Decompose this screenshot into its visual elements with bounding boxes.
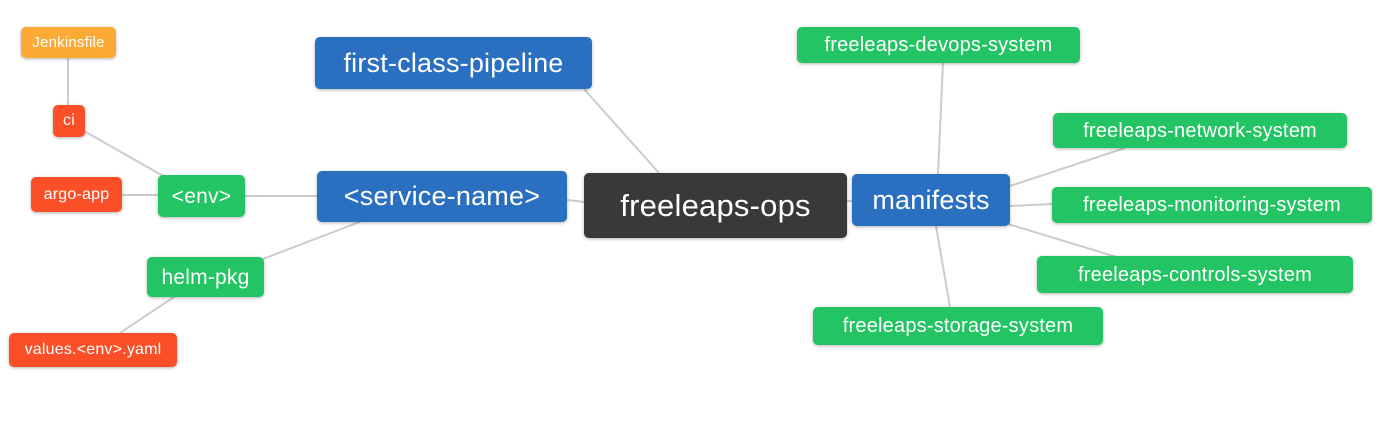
node-network-system[interactable]: freeleaps-network-system (1053, 113, 1347, 148)
edge-values-env-yaml-to-helm-pkg (119, 296, 175, 334)
edge-manifests-to-monitoring-system (1009, 203, 1053, 207)
node-manifests[interactable]: manifests (852, 174, 1010, 226)
node-env[interactable]: <env> (158, 175, 245, 217)
node-values-env-yaml[interactable]: values.<env>.yaml (9, 333, 177, 367)
edge-first-class-pipeline-to-freeleaps-ops (583, 88, 660, 174)
node-devops-system[interactable]: freeleaps-devops-system (797, 27, 1080, 63)
node-monitoring-system[interactable]: freeleaps-monitoring-system (1052, 187, 1372, 223)
node-controls-system[interactable]: freeleaps-controls-system (1037, 256, 1353, 293)
node-service-name[interactable]: <service-name> (317, 171, 567, 222)
edge-service-name-to-freeleaps-ops (566, 199, 585, 203)
node-argo-app[interactable]: argo-app (31, 177, 122, 212)
edge-ci-to-env (83, 130, 166, 178)
edge-manifests-to-devops-system (937, 62, 944, 175)
node-helm-pkg[interactable]: helm-pkg (147, 257, 264, 297)
node-freeleaps-ops[interactable]: freeleaps-ops (584, 173, 847, 238)
node-storage-system[interactable]: freeleaps-storage-system (813, 307, 1103, 345)
edge-manifests-to-controls-system (1007, 223, 1121, 259)
edge-manifests-to-storage-system (935, 225, 951, 308)
edge-manifests-to-network-system (1009, 147, 1126, 187)
edge-helm-pkg-to-service-name (262, 220, 363, 260)
node-first-class-pipeline[interactable]: first-class-pipeline (315, 37, 592, 89)
node-ci[interactable]: ci (53, 105, 85, 137)
node-jenkinsfile[interactable]: Jenkinsfile (21, 27, 116, 58)
